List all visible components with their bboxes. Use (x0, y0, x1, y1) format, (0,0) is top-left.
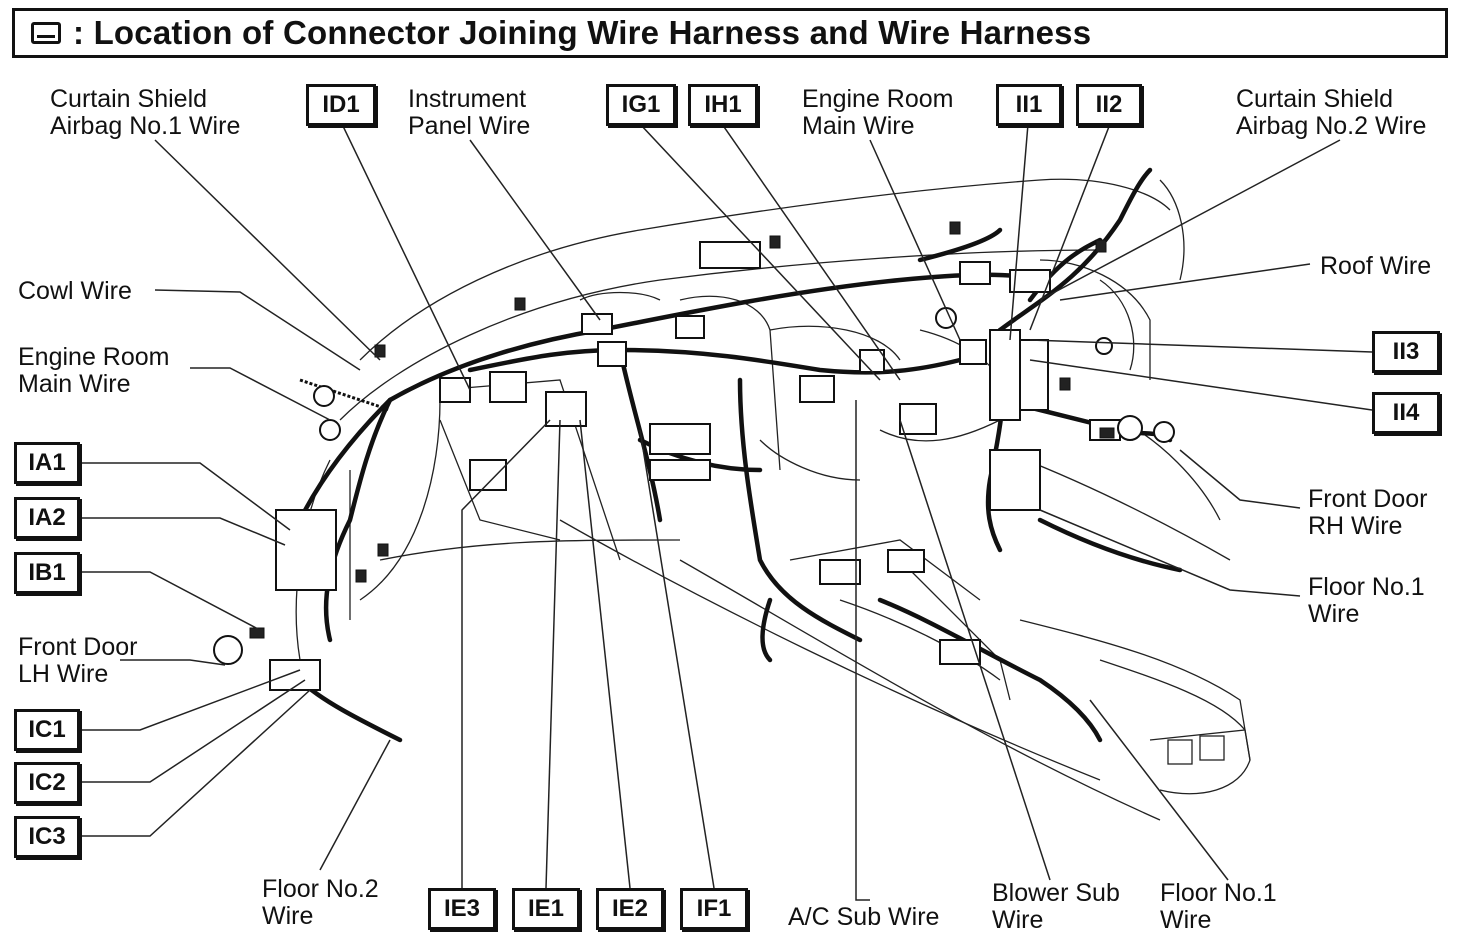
label-blower-sub-wire: Blower Sub Wire (992, 879, 1120, 934)
connector-id1: ID1 (306, 84, 376, 126)
connector-icon (31, 22, 61, 44)
connector-ii3: II3 (1372, 331, 1440, 373)
connector-ie2: IE2 (596, 888, 664, 930)
label-ac-sub-wire: A/C Sub Wire (788, 903, 940, 931)
connector-ie1: IE1 (512, 888, 580, 930)
label-instrument-panel-wire: Instrument Panel Wire (408, 85, 531, 140)
connector-ii1: II1 (996, 84, 1062, 126)
title-bar: Location of Connector Joining Wire Harne… (12, 8, 1448, 58)
label-roof-wire: Roof Wire (1320, 252, 1432, 280)
connector-ia1: IA1 (14, 442, 80, 484)
dashboard-outline (295, 178, 1251, 821)
label-floor-no1-wire-bottom: Floor No.1 Wire (1160, 879, 1277, 934)
connector-ii4: II4 (1372, 392, 1440, 434)
label-front-door-rh-wire: Front Door RH Wire (1308, 485, 1428, 540)
label-floor-no2-wire: Floor No.2 Wire (262, 875, 379, 930)
connector-blocks (213, 221, 1175, 691)
connector-ic2: IC2 (14, 762, 80, 804)
connector-if1: IF1 (680, 888, 748, 930)
label-cowl-wire: Cowl Wire (18, 277, 132, 305)
connector-ic1: IC1 (14, 709, 80, 751)
connector-ih1: IH1 (688, 84, 758, 126)
connector-ia2: IA2 (14, 497, 80, 539)
connector-ic3: IC3 (14, 816, 80, 858)
connector-ig1: IG1 (606, 84, 676, 126)
label-curtain-shield-airbag-1: Curtain Shield Airbag No.1 Wire (50, 85, 241, 140)
label-engine-room-main-wire-top: Engine Room Main Wire (802, 85, 954, 140)
leader-lines (80, 123, 1373, 901)
label-floor-no1-wire-right: Floor No.1 Wire (1308, 573, 1425, 628)
label-curtain-shield-airbag-2: Curtain Shield Airbag No.2 Wire (1236, 85, 1427, 140)
page-title: Location of Connector Joining Wire Harne… (73, 14, 1092, 52)
label-engine-room-main-wire-left: Engine Room Main Wire (18, 343, 170, 398)
label-front-door-lh-wire: Front Door LH Wire (18, 633, 138, 688)
connector-ib1: IB1 (14, 552, 80, 594)
connector-ii2: II2 (1076, 84, 1142, 126)
connector-ie3: IE3 (428, 888, 496, 930)
